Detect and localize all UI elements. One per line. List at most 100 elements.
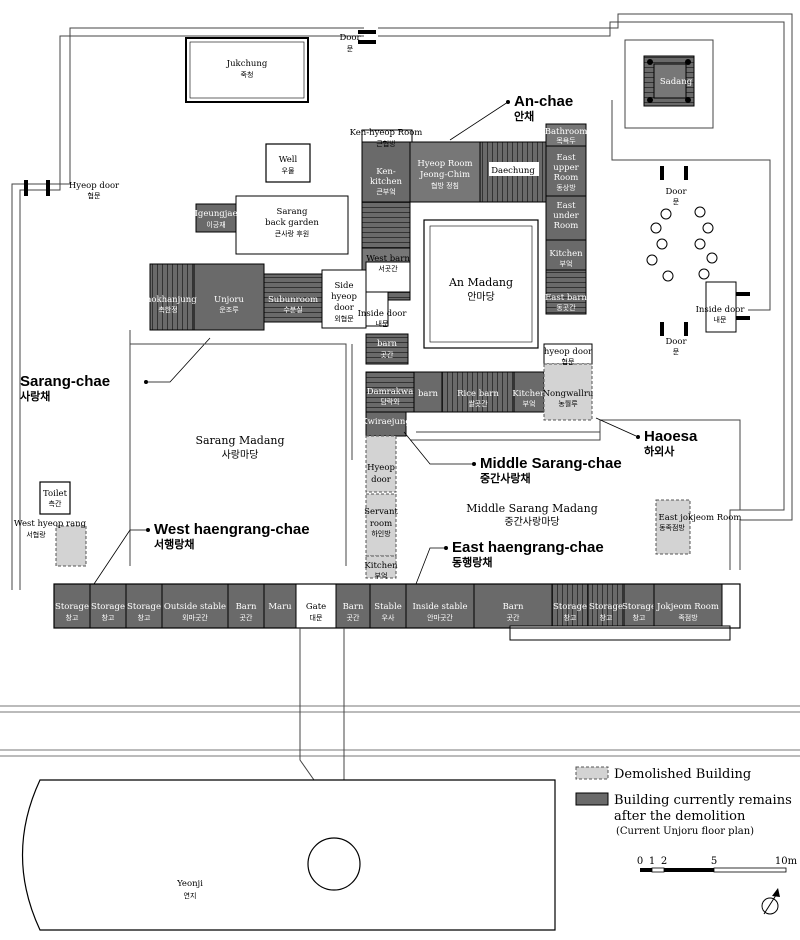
svg-text:East jokjeom Room: East jokjeom Room [659,513,742,523]
svg-text:협문: 협문 [88,191,101,200]
svg-text:동족점방: 동족점방 [659,523,685,532]
haengrang-room-label-ko: 창고 [138,614,151,622]
svg-text:An Madang: An Madang [448,276,513,289]
callout-haoesa: Haoesa 하외사 [595,417,698,458]
svg-text:중간사랑마당: 중간사랑마당 [504,516,559,528]
legend-swatch-remains [575,792,609,806]
svg-text:Inside door: Inside door [696,305,746,315]
svg-text:측간: 측간 [49,499,62,508]
callout-east-haengrang-chae: East haengrang-chae 동행랑채 [415,539,604,585]
haengrang-room-label-ko: 곳간 [347,613,360,622]
east-garden: Door 문 Inside door 내문 Door 문 [646,166,750,356]
svg-text:우물: 우물 [282,167,295,175]
svg-text:10m: 10m [775,856,798,867]
servant-room: Servant room 하인방 Kitchen 부엌 [364,493,398,580]
svg-text:촉한정: 촉한정 [158,305,177,314]
haengrang-room-label-ko: 족점방 [678,613,698,622]
svg-text:내문: 내문 [376,319,389,328]
svg-text:Sarang: Sarang [277,207,308,217]
haengrang-room-label: Storage [589,602,623,612]
svg-text:이긍재: 이긍재 [206,220,225,229]
svg-text:West barn: West barn [366,254,410,264]
hyeop-door-left: Hyeop door 협문 [24,180,120,200]
haengrang-room-label: Jokjeom Room [656,602,719,612]
jukchung: Jukchung 죽청 [185,37,309,103]
haengrang-room [587,583,625,629]
svg-text:Hyeop: Hyeop [367,463,395,473]
haengrang-room-label-ko: 창고 [633,614,646,622]
svg-text:upper: upper [553,163,579,173]
svg-text:하외사: 하외사 [644,444,675,458]
svg-text:East: East [556,201,576,211]
haengrang-room-label: Barn [236,602,257,612]
svg-text:Demolished Building: Demolished Building [614,767,751,782]
svg-text:Kitchen: Kitchen [512,389,546,399]
well: Well 우물 [265,143,311,183]
svg-text:Subunroom: Subunroom [268,295,318,305]
svg-text:Hyeop door: Hyeop door [69,181,120,191]
svg-text:door: door [371,475,392,485]
svg-text:Middle Sarang-chae: Middle Sarang-chae [480,455,622,472]
svg-text:West hyeop rang: West hyeop rang [14,519,87,529]
svg-text:2: 2 [661,856,667,867]
haengrang-room-label: Storage [127,602,161,612]
middle-sarang-chae-block [365,333,593,493]
haengrang-room [653,583,723,629]
haengrang-room-label: Gate [306,602,326,612]
svg-text:An-chae: An-chae [514,93,573,110]
haengrang-room-label: Inside stable [412,602,467,612]
svg-text:협문: 협문 [562,357,575,366]
haengrang-room [473,583,553,629]
svg-text:kitchen: kitchen [370,177,403,187]
svg-text:동곳간: 동곳간 [556,303,576,312]
haengrang-room-label-ko: 곳간 [507,613,520,622]
haengrang-room [89,583,127,629]
svg-text:동행랑채: 동행랑채 [452,555,492,569]
svg-text:문: 문 [347,45,354,53]
haengrang-room-label: Barn [343,602,364,612]
svg-text:Inside door: Inside door [358,309,408,319]
svg-text:Side: Side [334,281,353,291]
haengrang-room-label: Storage [553,602,587,612]
svg-text:Yeonji: Yeonji [176,879,203,889]
svg-text:room: room [370,519,392,529]
svg-text:서곳간: 서곳간 [378,264,398,273]
svg-text:Kitchen: Kitchen [549,249,583,259]
courtyard-walls [129,330,741,566]
haengrang-room-label-ko: 대문 [310,614,323,622]
legend-swatch-demolished [575,766,609,780]
svg-text:Middle Sarang Madang: Middle Sarang Madang [466,502,597,515]
svg-text:부엌: 부엌 [375,572,388,580]
svg-text:Chokhanjung: Chokhanjung [139,295,197,305]
svg-text:0: 0 [637,856,643,867]
haengrang-room-label-ko: 안마굿간 [427,613,453,622]
svg-text:서협랑: 서협랑 [26,530,46,539]
svg-text:East barn: East barn [545,293,587,303]
svg-text:운조루: 운조루 [219,306,239,314]
svg-text:안마당: 안마당 [467,291,495,303]
svg-text:Damrakwa: Damrakwa [367,387,414,397]
svg-text:서행랑채: 서행랑채 [154,537,194,551]
svg-text:Jukchung: Jukchung [226,59,268,69]
haengrang-room [263,583,297,629]
svg-text:Ken-hyeop Room: Ken-hyeop Room [350,128,423,138]
svg-text:문: 문 [673,348,680,356]
haengrang-room-label-ko: 외마굿간 [182,613,208,622]
sarang-chae-block [149,203,411,331]
svg-text:큰사랑 후원: 큰사랑 후원 [275,229,309,238]
svg-text:Door: Door [339,33,361,43]
svg-text:Haoesa: Haoesa [644,428,698,445]
svg-text:Servant: Servant [364,507,398,517]
svg-text:Daechung: Daechung [491,166,535,176]
svg-text:West haengrang-chae: West haengrang-chae [154,521,310,538]
haengrang-room-label: Outside stable [164,602,226,612]
svg-text:Sarang Madang: Sarang Madang [195,434,284,447]
svg-text:사랑마당: 사랑마당 [222,449,259,461]
svg-text:죽청: 죽청 [241,71,254,79]
road [0,628,800,842]
svg-text:barn: barn [418,389,439,399]
svg-text:(Current Unjoru floor plan): (Current Unjoru floor plan) [616,826,754,837]
north-arrow-icon [761,888,780,915]
haengrang-room-label-ko: 창고 [600,614,613,622]
